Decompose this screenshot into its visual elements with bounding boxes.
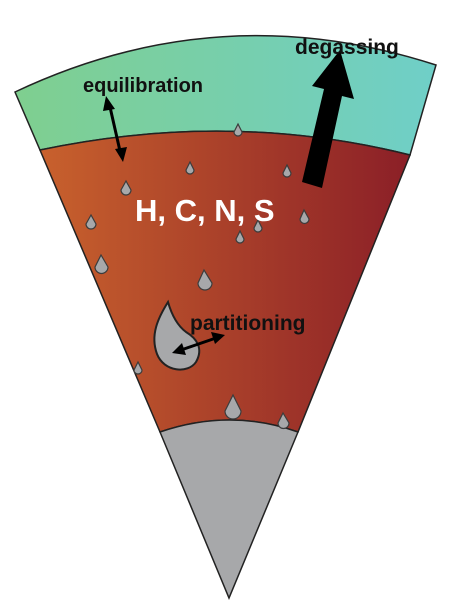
core-layer <box>159 419 299 600</box>
droplet <box>94 253 109 275</box>
equilibration-arrow <box>103 96 127 162</box>
droplet <box>185 160 195 175</box>
droplet <box>235 229 245 244</box>
iron-droplets <box>85 122 310 430</box>
mantle-layer <box>38 130 412 433</box>
degassing-arrow <box>302 50 354 188</box>
equilibration-label: equilibration <box>83 75 203 97</box>
partitioning-label: partitioning <box>190 312 305 335</box>
degassing-label: degassing <box>295 36 399 59</box>
elements-label: H, C, N, S <box>135 193 275 228</box>
droplet <box>224 393 242 420</box>
partitioning-arrow <box>172 332 225 355</box>
droplet <box>277 411 290 430</box>
droplet <box>253 218 263 233</box>
large-droplet <box>153 299 201 371</box>
droplet <box>299 208 310 225</box>
droplet <box>133 360 143 375</box>
droplet <box>120 179 132 196</box>
droplet <box>197 268 213 291</box>
droplet <box>282 163 292 178</box>
droplet <box>233 122 243 137</box>
droplet <box>85 213 97 230</box>
